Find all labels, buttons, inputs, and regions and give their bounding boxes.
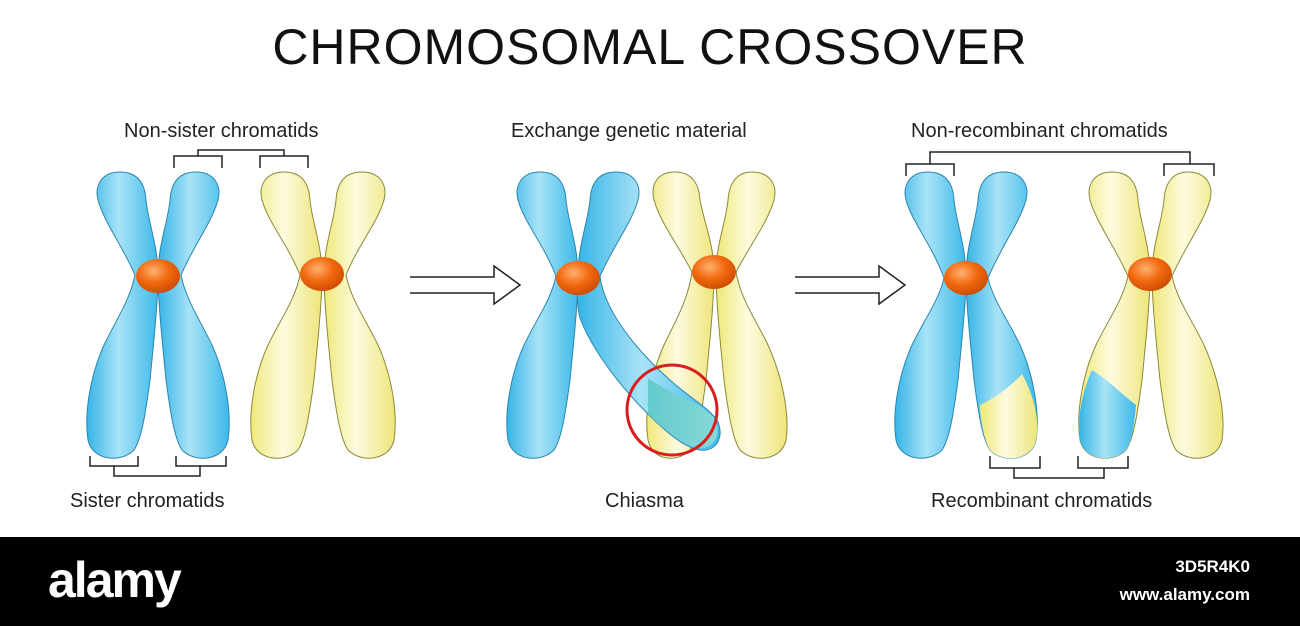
centromere — [1128, 257, 1172, 291]
yellow-chromatid — [715, 171, 788, 459]
blue-chromatid — [506, 171, 579, 459]
label-sister-chromatids: Sister chromatids — [70, 490, 225, 512]
group-3-chromosomes — [894, 171, 1224, 459]
exchange-region — [648, 378, 718, 448]
label-recombinant-chromatids: Recombinant chromatids — [931, 490, 1153, 512]
brand-logo: alamy — [48, 552, 182, 608]
centromere — [136, 259, 180, 293]
image-id: 3D5R4K0 — [1175, 557, 1250, 576]
yellow-chromatid — [323, 171, 396, 459]
recombinant-segment — [1079, 370, 1136, 459]
arrow-right-icon — [795, 264, 907, 306]
group-2-chromosomes — [506, 171, 788, 459]
label-exchange-genetic-material: Exchange genetic material — [511, 120, 747, 142]
centromere — [556, 261, 600, 295]
non-recombinant-bracket — [905, 151, 1215, 176]
blue-chromatid — [86, 171, 159, 459]
blue-chromatid — [157, 171, 230, 459]
chiasma-circle — [625, 363, 719, 457]
label-non-sister-chromatids: Non-sister chromatids — [124, 120, 319, 142]
centromere — [944, 261, 988, 295]
non-sister-bracket — [173, 149, 309, 168]
recombinant-segment — [980, 374, 1038, 459]
centromere — [300, 257, 344, 291]
watermark-footer: alamy 3D5R4K0 www.alamy.com — [0, 537, 1300, 626]
recombinant-bracket — [989, 456, 1129, 479]
centromere — [692, 255, 736, 289]
website-link: www.alamy.com — [1119, 585, 1250, 604]
arrow-right-icon — [410, 264, 522, 306]
yellow-chromatid — [250, 171, 323, 459]
chromosome-illustration — [86, 149, 1224, 479]
blue-chromatid — [894, 171, 967, 459]
sister-bracket — [89, 456, 227, 477]
yellow-chromatid — [1151, 171, 1224, 459]
label-chiasma: Chiasma — [605, 490, 684, 512]
label-non-recombinant-chromatids: Non-recombinant chromatids — [911, 120, 1168, 142]
group-1-chromosomes — [86, 171, 396, 459]
diagram-title: CHROMOSOMAL CROSSOVER — [272, 19, 1028, 75]
